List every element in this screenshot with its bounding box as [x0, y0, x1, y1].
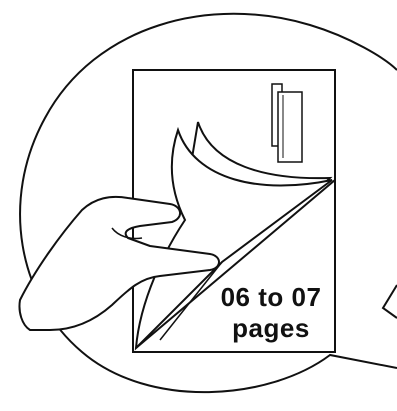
page-range-text: 06 to 07: [212, 282, 330, 313]
page-range-label: 06 to 07 pages: [212, 282, 330, 344]
callout-pointer: [383, 285, 397, 318]
pages-text: pages: [212, 313, 330, 344]
